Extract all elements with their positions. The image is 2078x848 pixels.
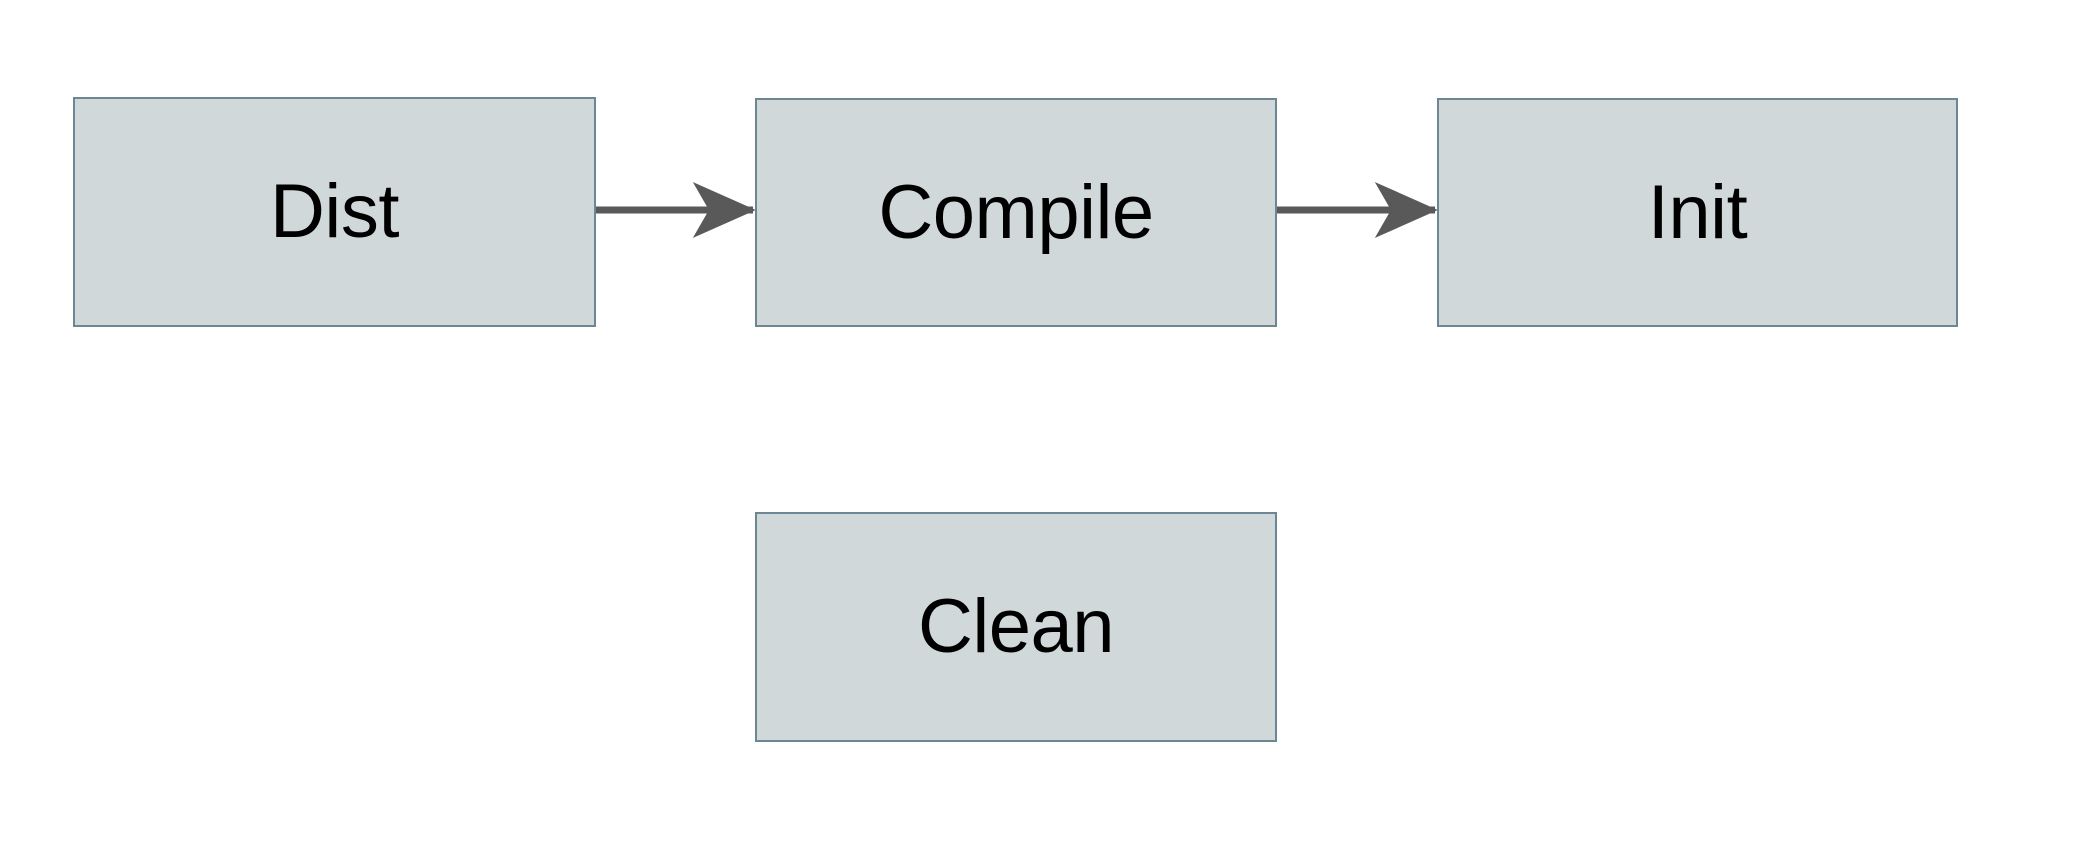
node-clean-label: Clean xyxy=(917,584,1115,669)
node-compile[interactable]: Compile xyxy=(755,98,1277,327)
node-clean[interactable]: Clean xyxy=(755,512,1277,742)
node-compile-label: Compile xyxy=(878,169,1154,255)
node-init-label: Init xyxy=(1647,169,1748,255)
node-init[interactable]: Init xyxy=(1437,98,1958,327)
node-dist[interactable]: Dist xyxy=(73,97,596,327)
node-dist-label: Dist xyxy=(270,169,399,254)
